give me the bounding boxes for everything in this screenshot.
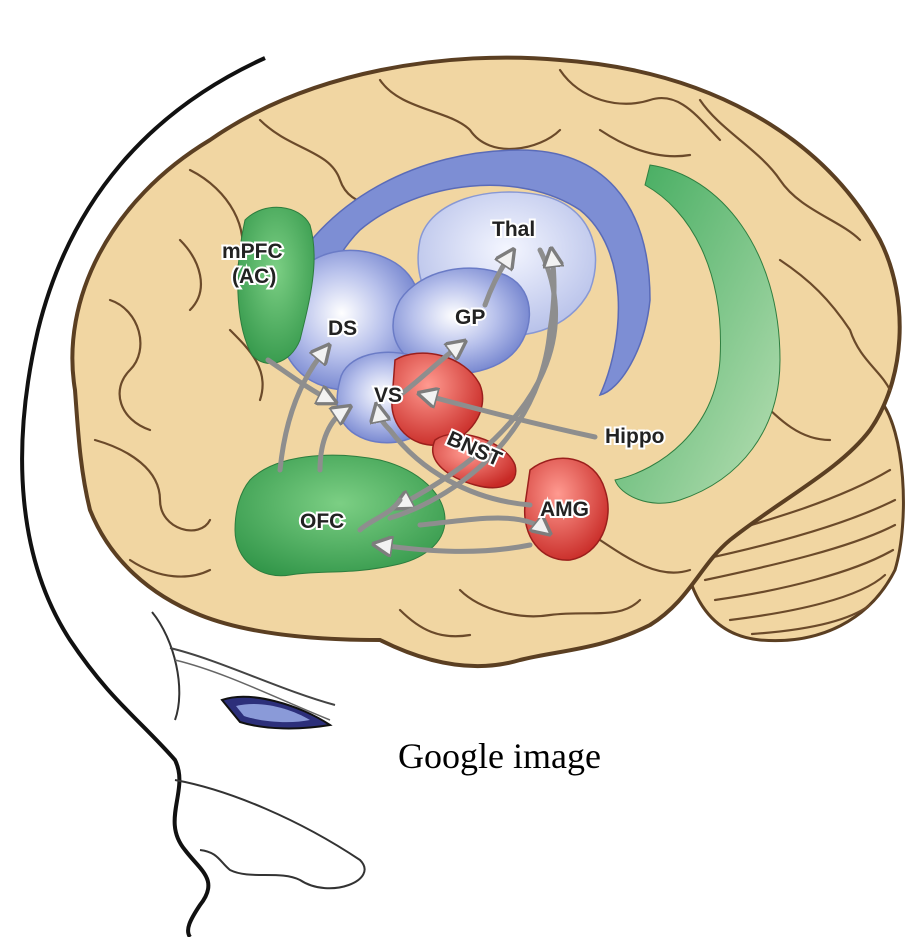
gp-label: GP <box>455 306 485 329</box>
vs-label: VS <box>374 384 402 407</box>
mpfc-label: mPFC <box>222 240 283 263</box>
thal-label: Thal <box>492 218 535 241</box>
image-caption: Google image <box>398 735 601 777</box>
ac-label: (AC) <box>232 265 276 288</box>
amg-label: AMG <box>540 498 589 521</box>
hippo-label: Hippo <box>605 425 664 448</box>
ds-label: DS <box>328 317 357 340</box>
ofc-label: OFC <box>300 510 344 533</box>
